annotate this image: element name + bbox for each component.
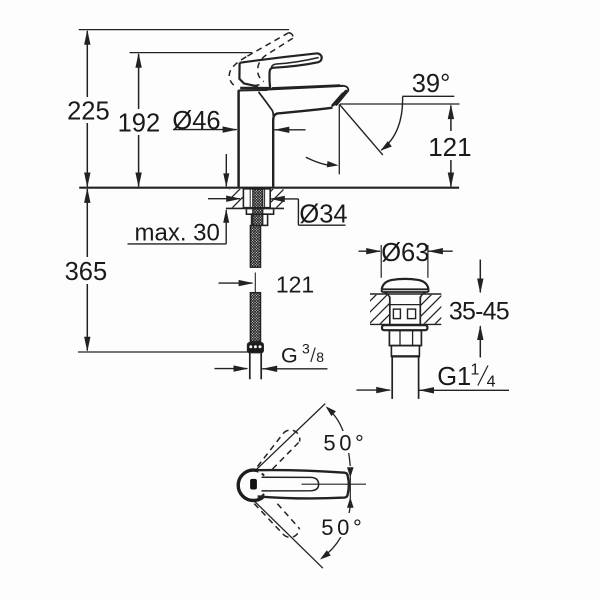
- svg-text:G1: G1: [437, 363, 471, 391]
- svg-text:4: 4: [487, 374, 496, 391]
- svg-text:Ø34: Ø34: [299, 201, 347, 229]
- svg-text:50°: 50°: [323, 431, 367, 456]
- svg-text:39°: 39°: [412, 70, 451, 98]
- svg-text:Ø46: Ø46: [172, 107, 220, 135]
- svg-text:225: 225: [67, 97, 110, 125]
- svg-text:3: 3: [302, 341, 310, 357]
- svg-text:8: 8: [316, 349, 324, 365]
- svg-text:121: 121: [276, 271, 314, 297]
- svg-text:121: 121: [428, 132, 471, 162]
- svg-text:G: G: [281, 344, 298, 368]
- svg-text:max. 30: max. 30: [135, 220, 220, 247]
- svg-text:1: 1: [471, 362, 480, 379]
- svg-text:35-45: 35-45: [449, 298, 509, 326]
- svg-text:365: 365: [65, 258, 108, 286]
- svg-text:50°: 50°: [321, 515, 365, 540]
- svg-text:192: 192: [118, 109, 161, 137]
- svg-text:Ø63: Ø63: [381, 239, 429, 267]
